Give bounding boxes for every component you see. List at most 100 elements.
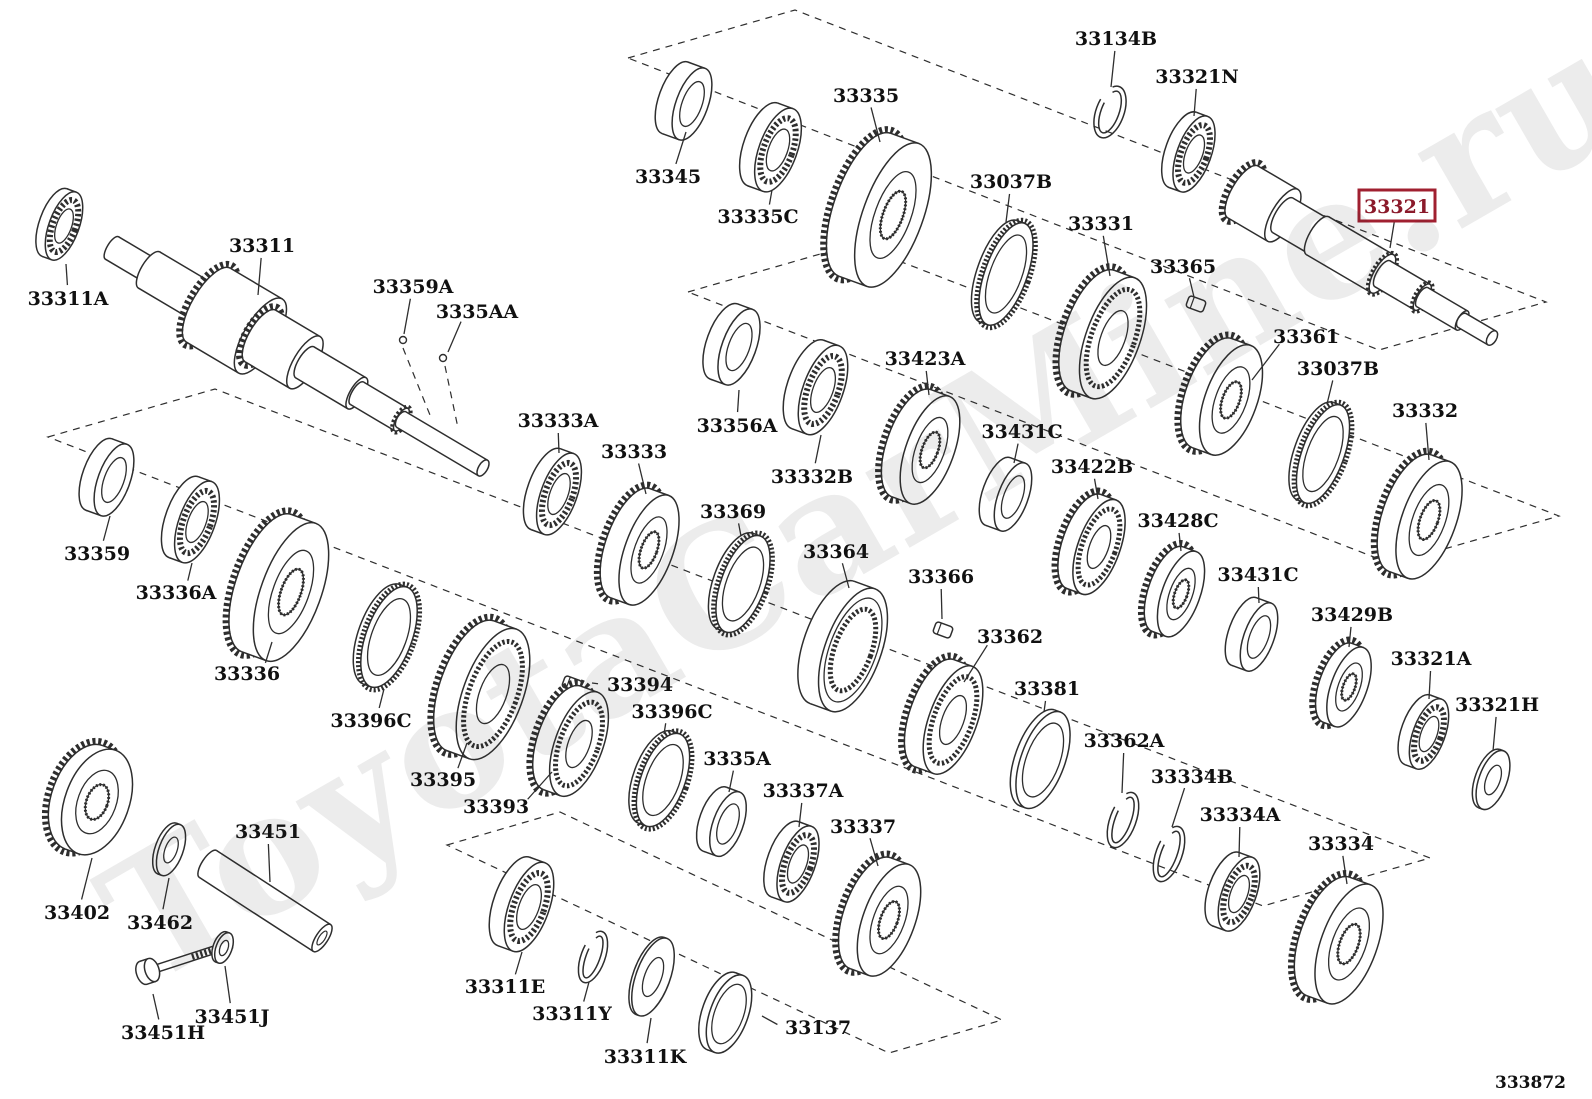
part-number-label[interactable]: 33451J [194,1006,269,1028]
part-number-label[interactable]: 33381 [1014,678,1080,700]
part-number-label[interactable]: 33362 [977,626,1043,648]
part-number-label[interactable]: 33334 [1308,833,1374,855]
part-number-label[interactable]: 33356A [697,415,778,437]
part-drawing [1160,111,1216,193]
part-number-label[interactable]: 33321A [1391,648,1472,670]
part-number-label[interactable]: 33331 [1068,213,1134,235]
highlight-box [1357,188,1437,223]
part-drawing [654,60,713,141]
part-drawing [1224,596,1279,672]
part-number-label[interactable]: 33037B [970,171,1052,193]
part-number-label[interactable]: 3335AA [436,301,519,323]
part-drawing [832,850,922,977]
part-number-label[interactable]: 33451H [121,1022,205,1044]
part-number-label[interactable]: 33311 [229,235,295,257]
part-number-label[interactable]: 3335A [703,748,771,770]
part-number-label[interactable]: 33336A [136,582,217,604]
part-number-label[interactable]: 33321H [1455,694,1539,716]
part-number-label[interactable]: 33361 [1273,326,1339,348]
part-number-label[interactable]: 33311K [604,1046,688,1068]
part-number-label[interactable]: 33369 [700,501,766,523]
part-drawing [78,437,135,517]
part-drawing [1052,263,1148,400]
part-number-label[interactable]: 33335C [717,206,798,228]
leader-lines [65,50,1497,1044]
part-number-label[interactable]: 33462 [127,912,193,934]
part-number-label[interactable]: 33431C [981,421,1062,443]
part-number-label[interactable]: 33395 [410,769,476,791]
highlighted-part-number[interactable]: 33321 [1364,196,1430,218]
part-drawing [1174,331,1264,456]
part-number-label[interactable]: 33393 [463,796,529,818]
part-number-label[interactable]: 33134B [1075,28,1157,50]
part-drawing [593,481,680,606]
part-number-label[interactable]: 33333A [518,410,599,432]
part-drawing [738,101,803,193]
part-drawing [1009,708,1071,810]
part-number-label[interactable]: 33359 [64,543,130,565]
part-number-label[interactable]: 33335 [833,85,899,107]
part-number-label[interactable]: 33311A [28,288,109,310]
part-number-label[interactable]: 33345 [635,166,701,188]
part-drawing [427,613,531,761]
part-number-label[interactable]: 33365 [1150,256,1216,278]
part-number-label[interactable]: 33311E [465,976,546,998]
part-number-label[interactable]: 33396C [631,701,712,723]
part-drawing [151,822,187,877]
part-drawing [222,507,330,663]
part-drawing [875,382,961,505]
part-number-label[interactable]: 33332B [771,466,853,488]
part-number-label[interactable]: 33359A [373,276,454,298]
part-drawing [1370,447,1463,580]
part-number-label[interactable]: 33334B [1151,766,1233,788]
part-drawing [763,820,820,903]
part-drawing [797,579,889,713]
part-drawing [160,475,221,564]
part-number-label[interactable]: 33337 [830,816,896,838]
part-drawing [577,930,609,984]
part-number-label[interactable]: 33336 [214,663,280,685]
part-number-label[interactable]: 33333 [601,441,667,463]
part-drawing [1051,487,1126,596]
part-drawing [698,971,753,1054]
part-number-label[interactable]: 33037B [1297,358,1379,380]
part-number-label[interactable]: 33396C [330,710,411,732]
part-drawing [1288,399,1355,509]
part-drawing [398,335,408,345]
part-drawing [1287,870,1384,1005]
part-number-label[interactable]: 33362A [1084,730,1165,752]
part-number-label[interactable]: 33366 [908,566,974,588]
part-number-label[interactable]: 33364 [803,541,869,563]
part-drawing [1106,791,1140,849]
part-drawing [488,856,555,953]
part-number-label[interactable]: 33394 [607,674,673,696]
part-drawing [352,581,423,693]
part-number-label[interactable]: 33311Y [532,1003,612,1025]
part-drawing [978,456,1033,532]
part-number-label[interactable]: 33423A [885,348,966,370]
part-drawing [522,447,583,536]
part-drawing [820,126,933,288]
part-drawing [197,849,333,953]
part-number-label[interactable]: 33337A [763,780,844,802]
part-number-label[interactable]: 33429B [1311,604,1393,626]
part-number-label[interactable]: 33332 [1392,400,1458,422]
part-number-label[interactable]: 33137 [785,1017,851,1039]
part-number-label[interactable]: 33451 [235,821,301,843]
part-number-label[interactable]: 33334A [1200,804,1281,826]
part-drawing [695,786,748,858]
part-number-label[interactable]: 33402 [44,902,110,924]
part-drawing [782,339,849,436]
diagram-number: 333872 [1495,1073,1566,1093]
part-drawing [898,652,984,775]
shaft-drawing [1218,159,1499,347]
part-number-label[interactable]: 33431C [1217,564,1298,586]
part-labels: 33311A 33311 33359A 3335AA 33345 33335C 33335 3… [28,28,1539,1068]
part-drawing [211,930,235,965]
part-number-label[interactable]: 33422B [1051,456,1133,478]
part-number-label[interactable]: 33321N [1155,66,1238,88]
part-number-label[interactable]: 33428C [1137,510,1218,532]
part-drawing [1309,636,1372,730]
part-drawing [1185,295,1207,313]
